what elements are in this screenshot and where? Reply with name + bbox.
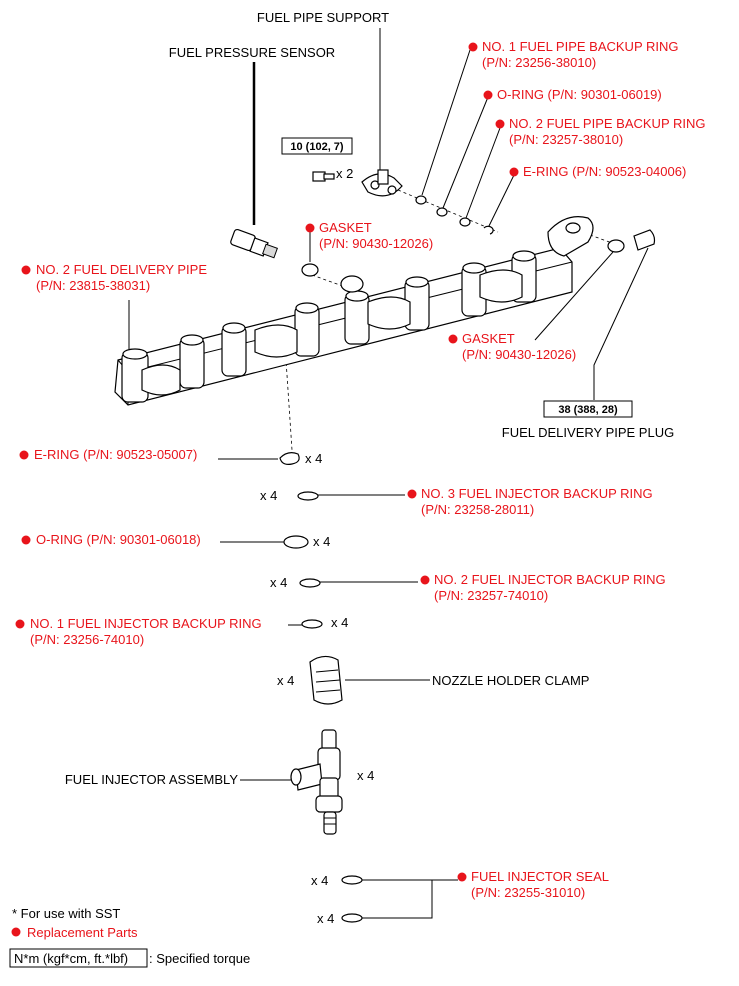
qty-fuel-injector-seal-upper: x 4 [311,873,328,888]
replacement-dot [305,223,315,233]
bolt-drawing [312,171,335,182]
label-no1-injector-backup-ring: NO. 1 FUEL INJECTOR BACKUP RING [30,616,262,631]
legend: * For use with SST Replacement Parts N*m… [9,906,250,968]
fuel-delivery-pipe-plug-drawing [633,229,656,251]
label-no2-injector-backup-ring-pn: (P/N: 23257-74010) [434,588,548,603]
label-gasket-top-pn: (P/N: 90430-12026) [319,236,433,251]
label-fuel-injector-assembly: FUEL INJECTOR ASSEMBLY [65,772,238,787]
leader-lines [128,28,649,919]
qty-no1-injector-backup-ring: x 4 [331,615,348,630]
leader-o-ring-top [442,96,489,209]
replacement-dot [15,619,25,629]
label-no2-fuel-delivery-pipe: NO. 2 FUEL DELIVERY PIPE [36,262,207,277]
label-fuel-injector-seal-pn: (P/N: 23255-31010) [471,885,585,900]
replacement-dot [448,334,458,344]
replacement-dot [19,450,29,460]
label-o-ring-mid: O-RING (P/N: 90301-06018) [36,532,201,547]
label-no1-fuel-pipe-backup-ring: NO. 1 FUEL PIPE BACKUP RING [482,39,679,54]
label-nozzle-holder-clamp: NOZZLE HOLDER CLAMP [432,673,589,688]
legend-torque-box [9,948,148,968]
replacement-dot [407,489,417,499]
legend-sst-note: * For use with SST [12,906,120,921]
dashed-axis-support [397,189,499,233]
torque-box-fuel-pipe-support: 10 (102, 7) [281,137,353,155]
label-no2-fuel-pipe-backup-ring-pn: (P/N: 23257-38010) [509,132,623,147]
label-no1-fuel-pipe-backup-ring-pn: (P/N: 23256-38010) [482,55,596,70]
label-gasket-top: GASKET [319,220,372,235]
label-o-ring-top: O-RING (P/N: 90301-06019) [497,87,662,102]
qty-e-ring-mid: x 4 [305,451,322,466]
dashed-axis-plug [589,234,616,245]
replacement-dot [420,575,430,585]
qty-o-ring-mid: x 4 [313,534,330,549]
leader-gasket-right [534,251,614,341]
legend-replacement-parts: Replacement Parts [27,925,138,940]
fuel-delivery-pipe-drawing [114,216,594,406]
leader-no1-fuel-pipe-backup-ring [421,49,471,196]
legend-torque-unit: N*m (kgf*cm, ft.*lbf) [14,951,128,966]
lower-rings-drawing [279,452,363,923]
qty-no3-injector-backup-ring: x 4 [260,488,277,503]
replacement-dot [509,167,519,177]
label-no3-injector-backup-ring-pn: (P/N: 23258-28011) [421,502,534,517]
label-no2-fuel-delivery-pipe-pn: (P/N: 23815-38031) [36,278,150,293]
label-fuel-delivery-pipe-plug: FUEL DELIVERY PIPE PLUG [502,425,674,440]
replacement-dot [21,535,31,545]
torque-value-fuel-delivery-pipe-plug: 38 (388, 28) [558,404,618,416]
replacement-dot [495,119,505,129]
replacement-dot [468,42,478,52]
fuel-injector-assembly-drawing [290,729,343,835]
label-no2-injector-backup-ring: NO. 2 FUEL INJECTOR BACKUP RING [434,572,666,587]
label-fuel-pressure-sensor: FUEL PRESSURE SENSOR [169,45,335,60]
label-no3-injector-backup-ring: NO. 3 FUEL INJECTOR BACKUP RING [421,486,653,501]
label-fuel-pipe-support: FUEL PIPE SUPPORT [257,10,389,25]
gaskets-drawing [301,239,625,277]
label-e-ring-top: E-RING (P/N: 90523-04006) [523,164,686,179]
qty-fuel-injector-seal-lower: x 4 [317,911,334,926]
replacement-dot [483,90,493,100]
top-rings-drawing [415,195,494,235]
fuel-pressure-sensor-drawing [230,228,278,259]
label-no1-injector-backup-ring-pn: (P/N: 23256-74010) [30,632,144,647]
replacement-dot [457,872,467,882]
legend-torque-desc: : Specified torque [149,951,250,966]
nozzle-holder-clamp-drawing [309,655,343,705]
label-gasket-right: GASKET [462,331,515,346]
qty-fuel-injector-assembly: x 4 [357,768,374,783]
torque-box-fuel-delivery-pipe-plug: 38 (388, 28) [543,400,633,418]
qty-no2-injector-backup-ring: x 4 [270,575,287,590]
label-e-ring-mid: E-RING (P/N: 90523-05007) [34,447,197,462]
label-no2-fuel-pipe-backup-ring: NO. 2 FUEL PIPE BACKUP RING [509,116,706,131]
replacement-dot [21,265,31,275]
leader-fuel-injector-seal [362,879,433,919]
fuel-pipe-support-drawing [361,169,403,197]
leader-fuel-delivery-pipe-plug [593,247,649,400]
label-gasket-right-pn: (P/N: 90430-12026) [462,347,576,362]
label-fuel-injector-seal: FUEL INJECTOR SEAL [471,869,609,884]
leader-no2-fuel-pipe-backup-ring [465,127,501,219]
legend-replacement-dot [11,927,21,937]
qty-bolt: x 2 [336,166,353,181]
qty-nozzle-holder-clamp: x 4 [277,673,294,688]
torque-value-fuel-pipe-support: 10 (102, 7) [290,141,344,153]
leader-e-ring-top [487,174,515,229]
